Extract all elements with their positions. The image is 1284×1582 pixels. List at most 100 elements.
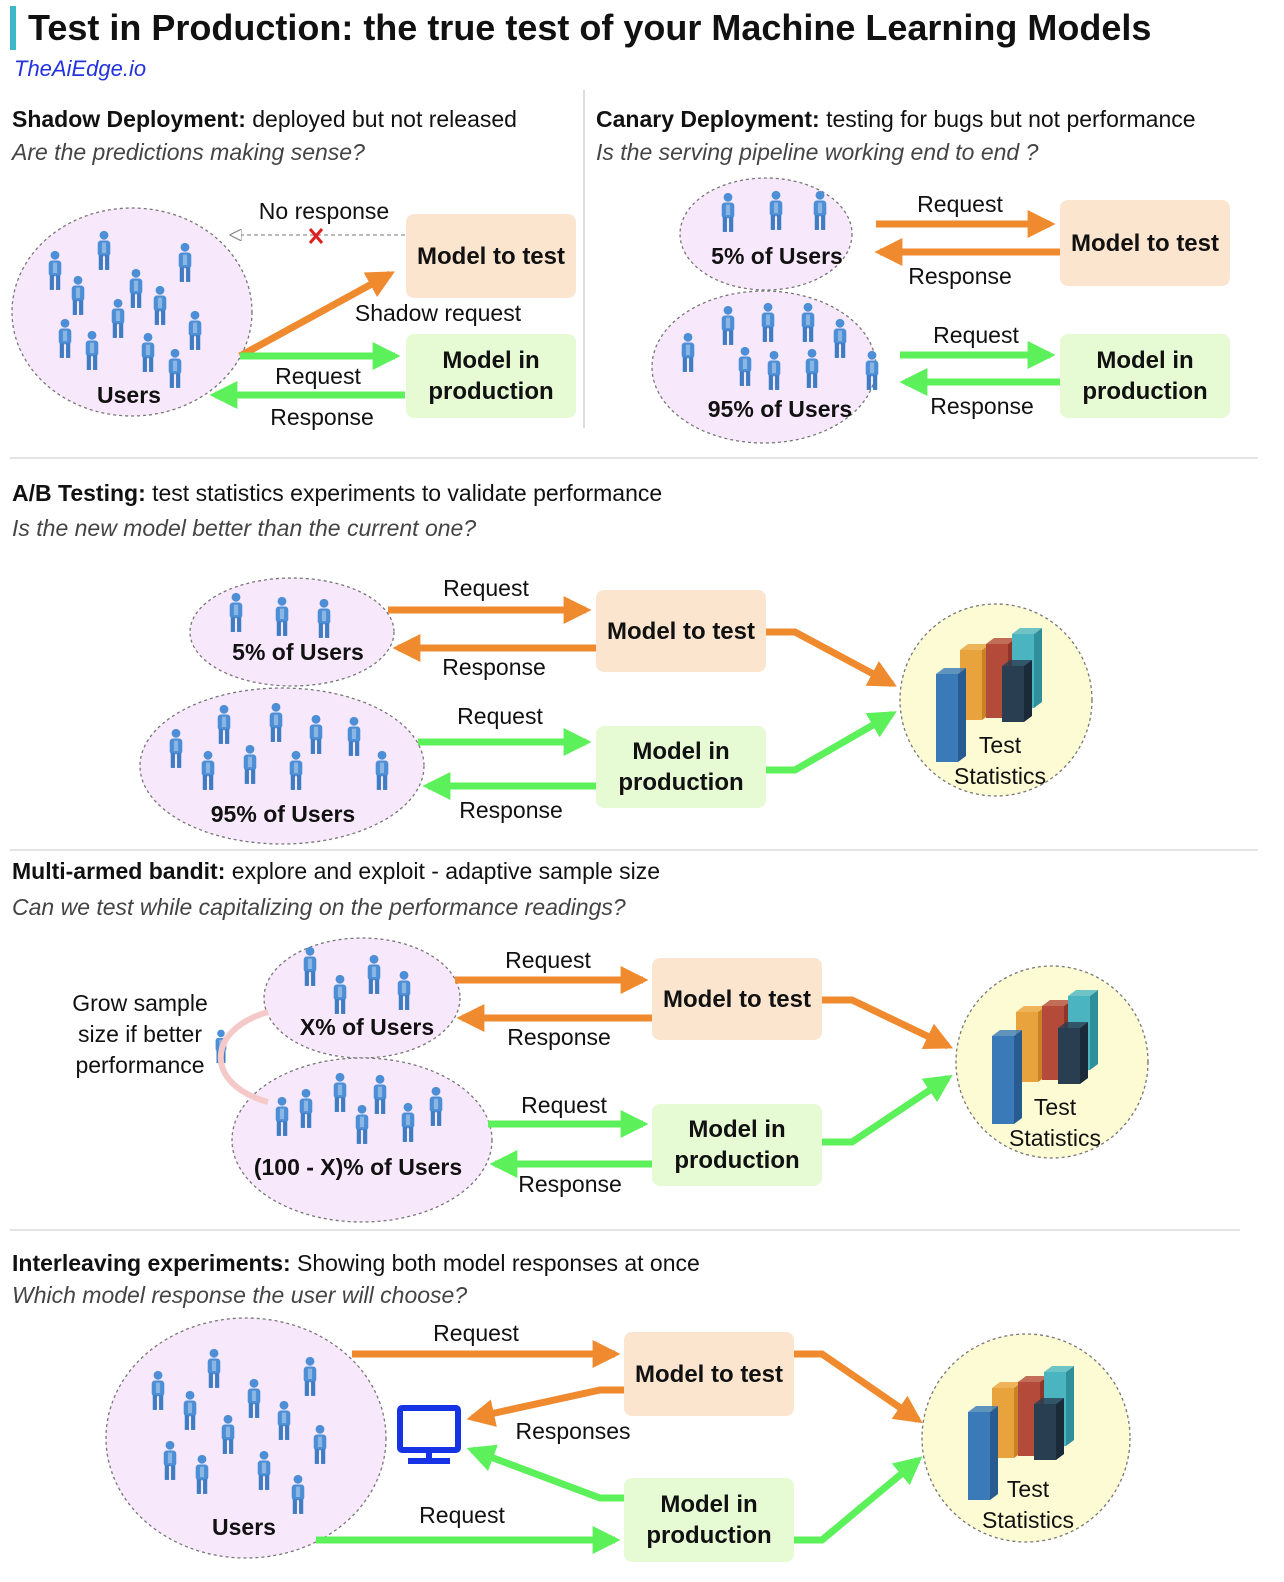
shadow-heading: Shadow Deployment: deployed but not rele…	[12, 106, 517, 132]
person-icon	[333, 974, 347, 1014]
person-icon	[769, 190, 783, 230]
five-pct-label: 5% of Users	[711, 243, 843, 269]
person-icon	[767, 350, 781, 390]
grow-sample-label: Grow sample size if better performance	[72, 990, 208, 1078]
shadow-request-label: Shadow request	[354, 300, 522, 326]
canary-question: Is the serving pipeline working end to e…	[596, 139, 1039, 165]
response-label: Response	[270, 404, 374, 430]
person-icon	[813, 190, 827, 230]
person-icon	[738, 346, 752, 386]
to-statistics-arrow	[794, 1456, 923, 1544]
person-icon	[721, 305, 735, 345]
person-icon	[833, 318, 847, 358]
hundred-minus-x-label: (100 - X)% of Users	[253, 1154, 463, 1180]
users-100-x-group	[231, 1057, 493, 1223]
to-statistics-arrow	[822, 996, 954, 1050]
person-icon	[229, 592, 243, 632]
person-icon	[303, 1356, 317, 1396]
person-icon	[275, 1096, 289, 1136]
person-icon	[217, 704, 231, 744]
person-icon	[317, 598, 331, 638]
person-icon	[111, 298, 125, 338]
person-icon	[397, 970, 411, 1010]
to-statistics-arrow	[766, 628, 897, 688]
request-label: Request	[505, 947, 591, 973]
person-icon	[291, 1474, 305, 1514]
model-to-test-box: Model to test	[652, 958, 822, 1040]
request-label: Request	[443, 575, 529, 601]
person-icon	[85, 330, 99, 370]
model-in-production-box: Model in production	[596, 726, 766, 808]
request-label: Request	[275, 363, 361, 389]
ninety-five-pct-label: 95% of Users	[707, 396, 853, 422]
shadow-request-arrow	[238, 270, 395, 360]
bandit-heading: Multi-armed bandit: explore and exploit …	[12, 858, 661, 884]
response-label: Response	[442, 654, 546, 680]
person-icon	[347, 716, 361, 756]
person-icon	[247, 1378, 261, 1418]
request-label: Request	[917, 191, 1003, 217]
person-icon	[201, 750, 215, 790]
x-pct-label: X% of Users	[299, 1014, 435, 1040]
users-5pct-group	[679, 177, 853, 291]
response-label: Response	[518, 1171, 622, 1197]
person-icon	[299, 1088, 313, 1128]
person-icon	[58, 318, 72, 358]
person-icon	[277, 1400, 291, 1440]
shadow-question: Are the predictions making sense?	[12, 139, 365, 165]
request-label: Request	[521, 1092, 607, 1118]
model-in-production-box: Model in production	[624, 1478, 794, 1562]
person-icon	[183, 1390, 197, 1430]
person-icon	[71, 275, 85, 315]
person-icon	[805, 348, 819, 388]
response-label: Response	[908, 263, 1012, 289]
response-label: Response	[507, 1024, 611, 1050]
model-to-test-box: Model to test	[1060, 200, 1230, 286]
person-icon	[333, 1072, 347, 1112]
brand-link[interactable]: TheAiEdge.io	[14, 56, 147, 81]
person-icon	[195, 1454, 209, 1494]
person-icon	[178, 242, 192, 282]
test-statistics-label: Test Statistics	[981, 1476, 1075, 1533]
users-5pct-group	[189, 577, 395, 687]
request-label: Request	[433, 1320, 519, 1346]
person-icon	[151, 1370, 165, 1410]
bar-chart-icon	[992, 990, 1098, 1124]
page-title: Test in Production: the true test of you…	[10, 6, 1151, 50]
person-icon	[721, 192, 735, 232]
model-in-production-box: Model in production	[652, 1104, 822, 1186]
to-statistics-arrow	[822, 1074, 953, 1146]
request-label: Request	[419, 1502, 505, 1528]
red-x-icon	[308, 228, 324, 244]
person-icon	[207, 1348, 221, 1388]
request-label: Request	[457, 703, 543, 729]
person-icon	[129, 268, 143, 308]
person-icon	[257, 1450, 271, 1490]
ninety-five-pct-label: 95% of Users	[210, 801, 356, 827]
response-label: Response	[930, 393, 1034, 419]
to-statistics-arrow	[794, 1350, 923, 1424]
monitor-icon	[397, 1405, 461, 1460]
model-to-test-box: Model to test	[596, 590, 766, 672]
person-icon	[303, 946, 317, 986]
ab-question: Is the new model better than the current…	[12, 515, 477, 541]
no-response-label: No response	[258, 198, 390, 224]
person-icon	[153, 285, 167, 325]
person-icon	[761, 302, 775, 342]
person-icon	[373, 1074, 387, 1114]
ab-heading: A/B Testing: test statistics experiments…	[12, 480, 663, 506]
grow-arrow	[217, 1009, 269, 1105]
five-pct-label: 5% of Users	[232, 639, 364, 665]
person-icon	[48, 250, 62, 290]
person-icon	[401, 1102, 415, 1142]
response-arrow	[466, 1444, 625, 1502]
canary-heading: Canary Deployment: testing for bugs but …	[596, 106, 1196, 132]
bar-chart-icon	[936, 628, 1042, 762]
person-icon	[269, 702, 283, 742]
person-icon	[169, 728, 183, 768]
response-arrow	[466, 1386, 625, 1427]
person-icon	[375, 750, 389, 790]
person-icon	[367, 954, 381, 994]
person-icon	[163, 1440, 177, 1480]
